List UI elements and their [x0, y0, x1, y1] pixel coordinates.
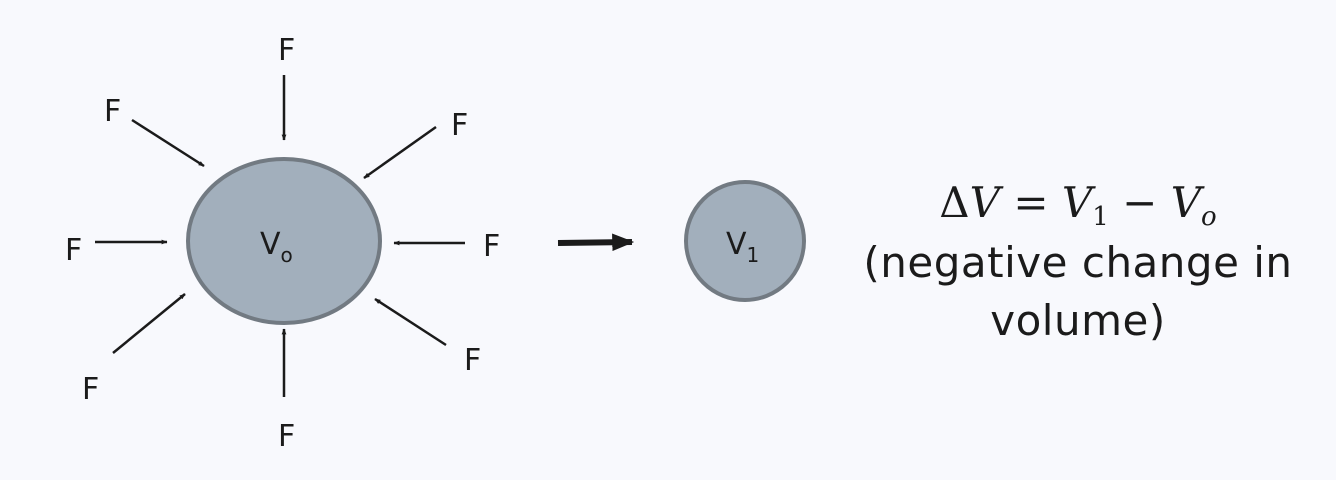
- final-volume-sphere: [684, 180, 806, 302]
- equation-note: (negative change in volume): [863, 238, 1293, 345]
- transition-arrow: [557, 233, 635, 252]
- equation-formula: ΔV = V1 − Vo: [838, 172, 1318, 234]
- volume-change-equation: ΔV = V1 − Vo (negative change in volume): [838, 172, 1318, 350]
- eq-lhs: V: [969, 178, 1000, 227]
- force-label-left: F: [65, 233, 82, 268]
- force-arrow-bottom-left: [112, 293, 186, 354]
- force-label-bottom: F: [278, 419, 295, 454]
- force-label-right: F: [483, 229, 500, 264]
- eq-term1-sub: 1: [1092, 202, 1109, 232]
- eq-term2: V: [1170, 178, 1202, 227]
- initial-volume-label: Vo: [260, 227, 293, 267]
- force-label-top-right: F: [451, 108, 468, 143]
- force-label-bottom-left: F: [82, 372, 99, 407]
- eq-minus: −: [1108, 178, 1171, 227]
- final-volume-label: V1: [726, 227, 759, 267]
- eq-equals: =: [999, 178, 1062, 227]
- force-arrow-top-right: [363, 125, 437, 180]
- delta-symbol: Δ: [939, 178, 970, 227]
- force-arrow-bottom-right: [374, 297, 447, 347]
- eq-term1: V: [1061, 178, 1093, 227]
- initial-volume-sphere: [186, 157, 382, 325]
- force-label-top-left: F: [104, 94, 121, 129]
- force-label-top: F: [278, 33, 295, 68]
- force-label-bottom-right: F: [464, 343, 481, 378]
- force-arrow-top-left: [131, 118, 205, 168]
- eq-term2-sub: o: [1201, 202, 1217, 232]
